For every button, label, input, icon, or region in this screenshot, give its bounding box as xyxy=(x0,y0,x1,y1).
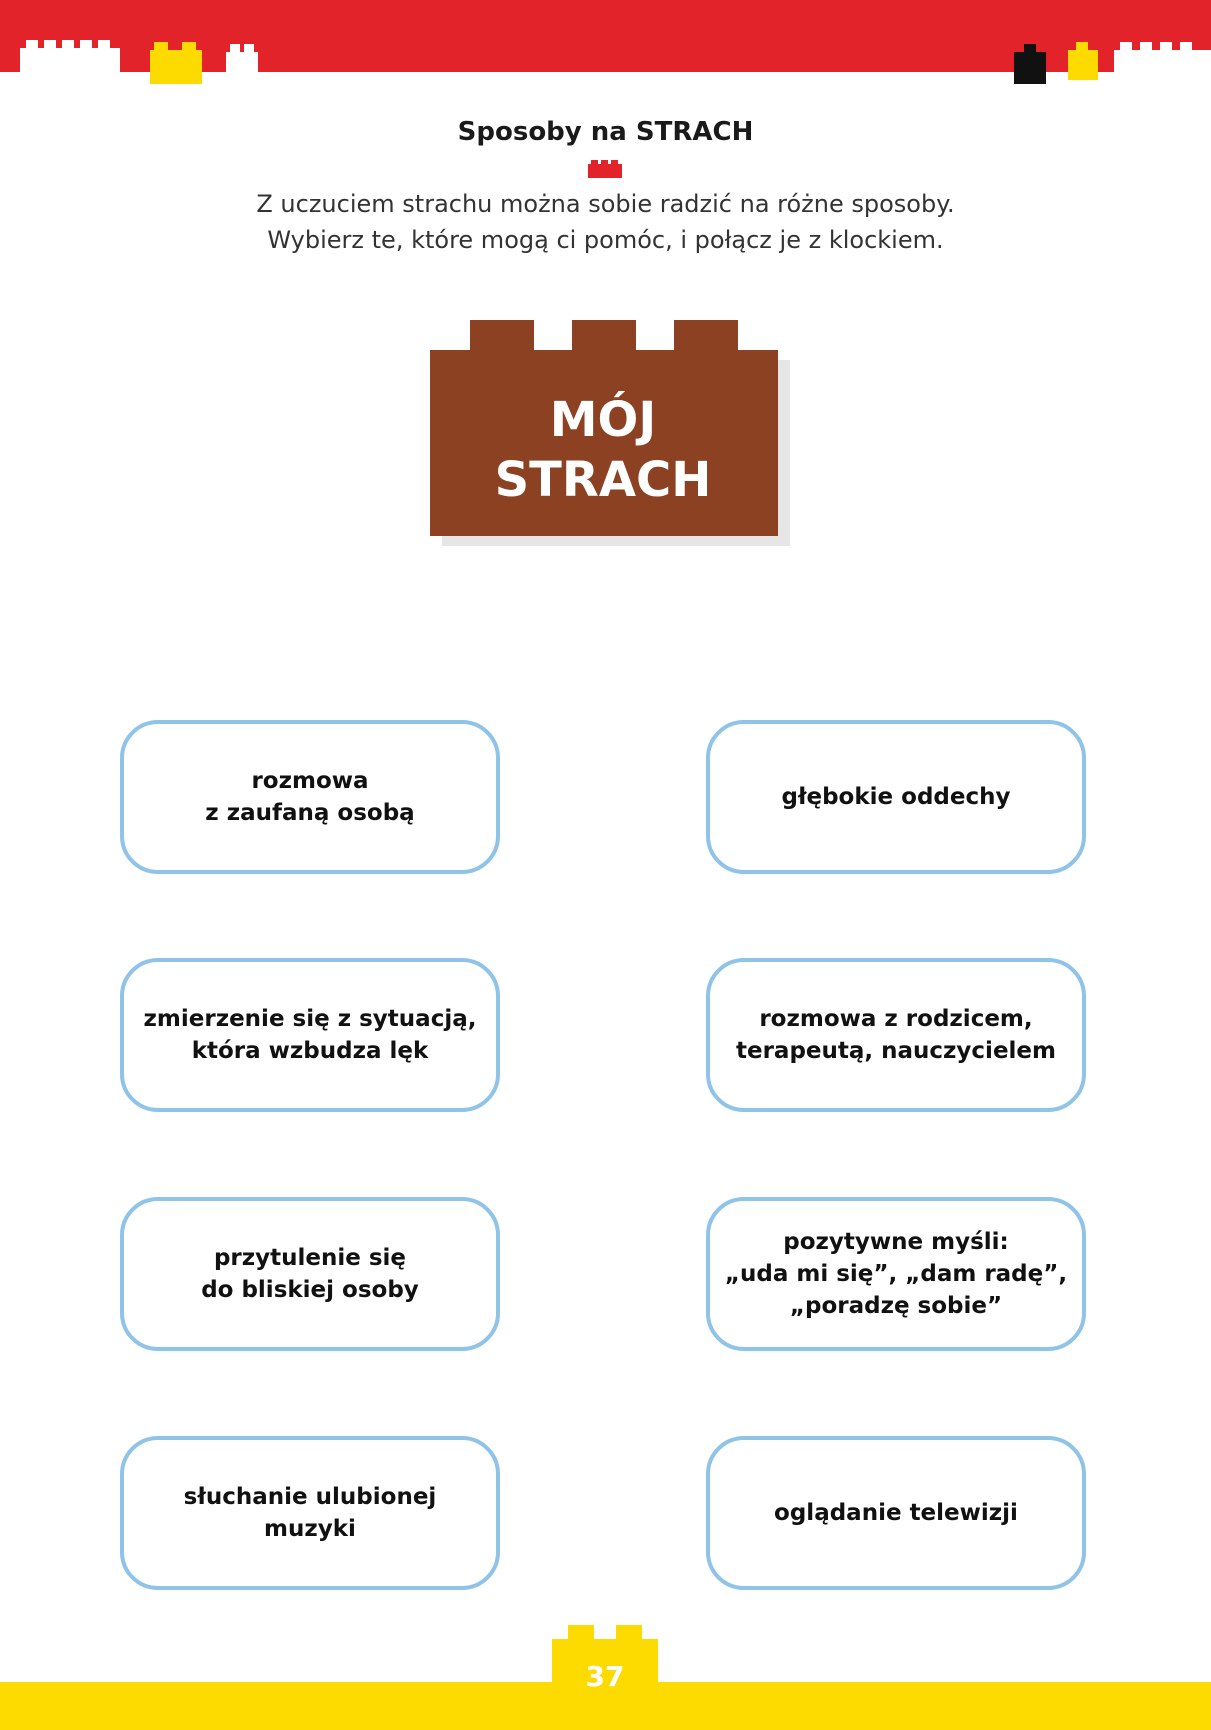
top-bricks-decoration xyxy=(20,40,1211,84)
option-face-situation[interactable]: zmierzenie się z sytuacją, która wzbudza… xyxy=(120,958,500,1112)
instruction-line-1: Z uczuciem strachu można sobie radzić na… xyxy=(256,190,955,218)
option-talk-parent-therapist-teacher[interactable]: rozmowa z rodzicem, terapeutą, nauczycie… xyxy=(706,958,1086,1112)
instruction-text: Z uczuciem strachu można sobie radzić na… xyxy=(120,186,1091,258)
option-listen-music[interactable]: słuchanie ulubionej muzyki xyxy=(120,1436,500,1590)
brown-brick-shape xyxy=(430,320,790,546)
option-watch-tv[interactable]: oglądanie telewizji xyxy=(706,1436,1086,1590)
page-number-brick: 37 xyxy=(552,1625,658,1730)
option-deep-breaths[interactable]: głębokie oddechy xyxy=(706,720,1086,874)
option-talk-trusted-person[interactable]: rozmowa z zaufaną osobą xyxy=(120,720,500,874)
option-hug-close-person[interactable]: przytulenie się do bliskiej osoby xyxy=(120,1197,500,1351)
my-fear-line-2: STRACH xyxy=(494,452,712,508)
yellow-brick-icon xyxy=(552,1625,658,1730)
my-fear-label: MÓJ STRACH xyxy=(428,390,778,510)
my-fear-line-1: MÓJ xyxy=(549,392,657,448)
page-number: 37 xyxy=(585,1660,625,1693)
my-fear-brick: MÓJ STRACH xyxy=(428,316,793,550)
page-title: Sposoby na STRACH xyxy=(457,117,754,147)
instruction-line-2: Wybierz te, które mogą ci pomóc, i połąc… xyxy=(267,226,944,254)
small-red-brick-icon xyxy=(588,160,622,178)
option-positive-thoughts[interactable]: pozytywne myśli: „uda mi się”, „dam radę… xyxy=(706,1197,1086,1351)
